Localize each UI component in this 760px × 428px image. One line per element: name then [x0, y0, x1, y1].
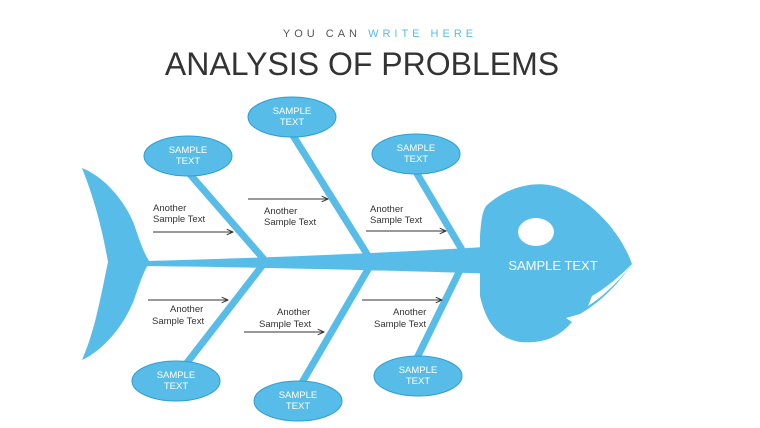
- cause-top-1: SAMPLE TEXT: [143, 135, 233, 177]
- cause-label-line2: TEXT: [404, 154, 428, 165]
- cause-top-2: SAMPLE TEXT: [247, 96, 337, 138]
- fish-spine: [108, 246, 500, 274]
- cause-label-line2: TEXT: [406, 376, 430, 387]
- note-line2: Sample Text: [264, 217, 316, 228]
- tagline-accent: WRITE HERE: [368, 28, 478, 40]
- fish-mouth: [588, 264, 632, 306]
- cause-label-line1: SAMPLE: [273, 106, 312, 117]
- cause-bottom-3: SAMPLE TEXT: [373, 355, 463, 397]
- cause-ellipse: [371, 133, 461, 175]
- note-line1: Another: [264, 206, 297, 217]
- note-line1: Another: [393, 307, 426, 318]
- note-line1: Another: [170, 304, 203, 315]
- note-line1: Another: [153, 203, 186, 214]
- bone-top-left: [184, 168, 272, 268]
- cause-ellipse: [143, 135, 233, 177]
- page-title: ANALYSIS OF PROBLEMS: [164, 46, 560, 82]
- note-bottom-1: Another Sample Text: [148, 300, 228, 327]
- cause-ellipse: [131, 360, 221, 402]
- note-line2: Sample Text: [374, 319, 426, 330]
- note-top-3: Another Sample Text: [366, 204, 446, 231]
- cause-top-3: SAMPLE TEXT: [371, 133, 461, 175]
- bone-top-right: [412, 168, 472, 264]
- cause-ellipse: [373, 355, 463, 397]
- fish-head: [480, 184, 632, 343]
- cause-label-line1: SAMPLE: [397, 143, 436, 154]
- cause-label-line2: TEXT: [280, 117, 304, 128]
- tagline-lead: YOU CAN: [282, 28, 369, 40]
- note-bottom-2: Another Sample Text: [244, 307, 324, 332]
- note-line2: Sample Text: [153, 214, 205, 225]
- note-top-2: Another Sample Text: [248, 199, 328, 228]
- bone-bottom-left: [182, 262, 266, 368]
- cause-label-line1: SAMPLE: [169, 145, 208, 156]
- note-line1: Another: [277, 307, 310, 318]
- cause-label-line2: TEXT: [176, 156, 200, 167]
- tagline: YOU CAN WRITE HERE: [0, 28, 760, 40]
- note-top-1: Another Sample Text: [153, 203, 233, 232]
- cause-label-line2: TEXT: [164, 381, 188, 392]
- cause-label-line1: SAMPLE: [279, 390, 318, 401]
- note-bottom-3: Another Sample Text: [362, 300, 442, 330]
- note-line2: Sample Text: [259, 319, 311, 330]
- fish-head-label: SAMPLE TEXT: [508, 258, 597, 273]
- bone-bottom-right: [412, 258, 468, 364]
- bone-top-middle: [288, 130, 376, 266]
- bone-bottom-middle: [296, 262, 374, 390]
- cause-ellipse: [247, 96, 337, 138]
- cause-label-line1: SAMPLE: [157, 370, 196, 381]
- cause-label-line2: TEXT: [286, 401, 310, 412]
- cause-bottom-1: SAMPLE TEXT: [131, 360, 221, 402]
- note-line1: Another: [370, 204, 403, 215]
- cause-label-line1: SAMPLE: [399, 365, 438, 376]
- cause-bottom-2: SAMPLE TEXT: [253, 380, 343, 422]
- note-line2: Sample Text: [370, 215, 422, 226]
- note-line2: Sample Text: [152, 316, 204, 327]
- cause-ellipse: [253, 380, 343, 422]
- fish-eye: [518, 218, 554, 246]
